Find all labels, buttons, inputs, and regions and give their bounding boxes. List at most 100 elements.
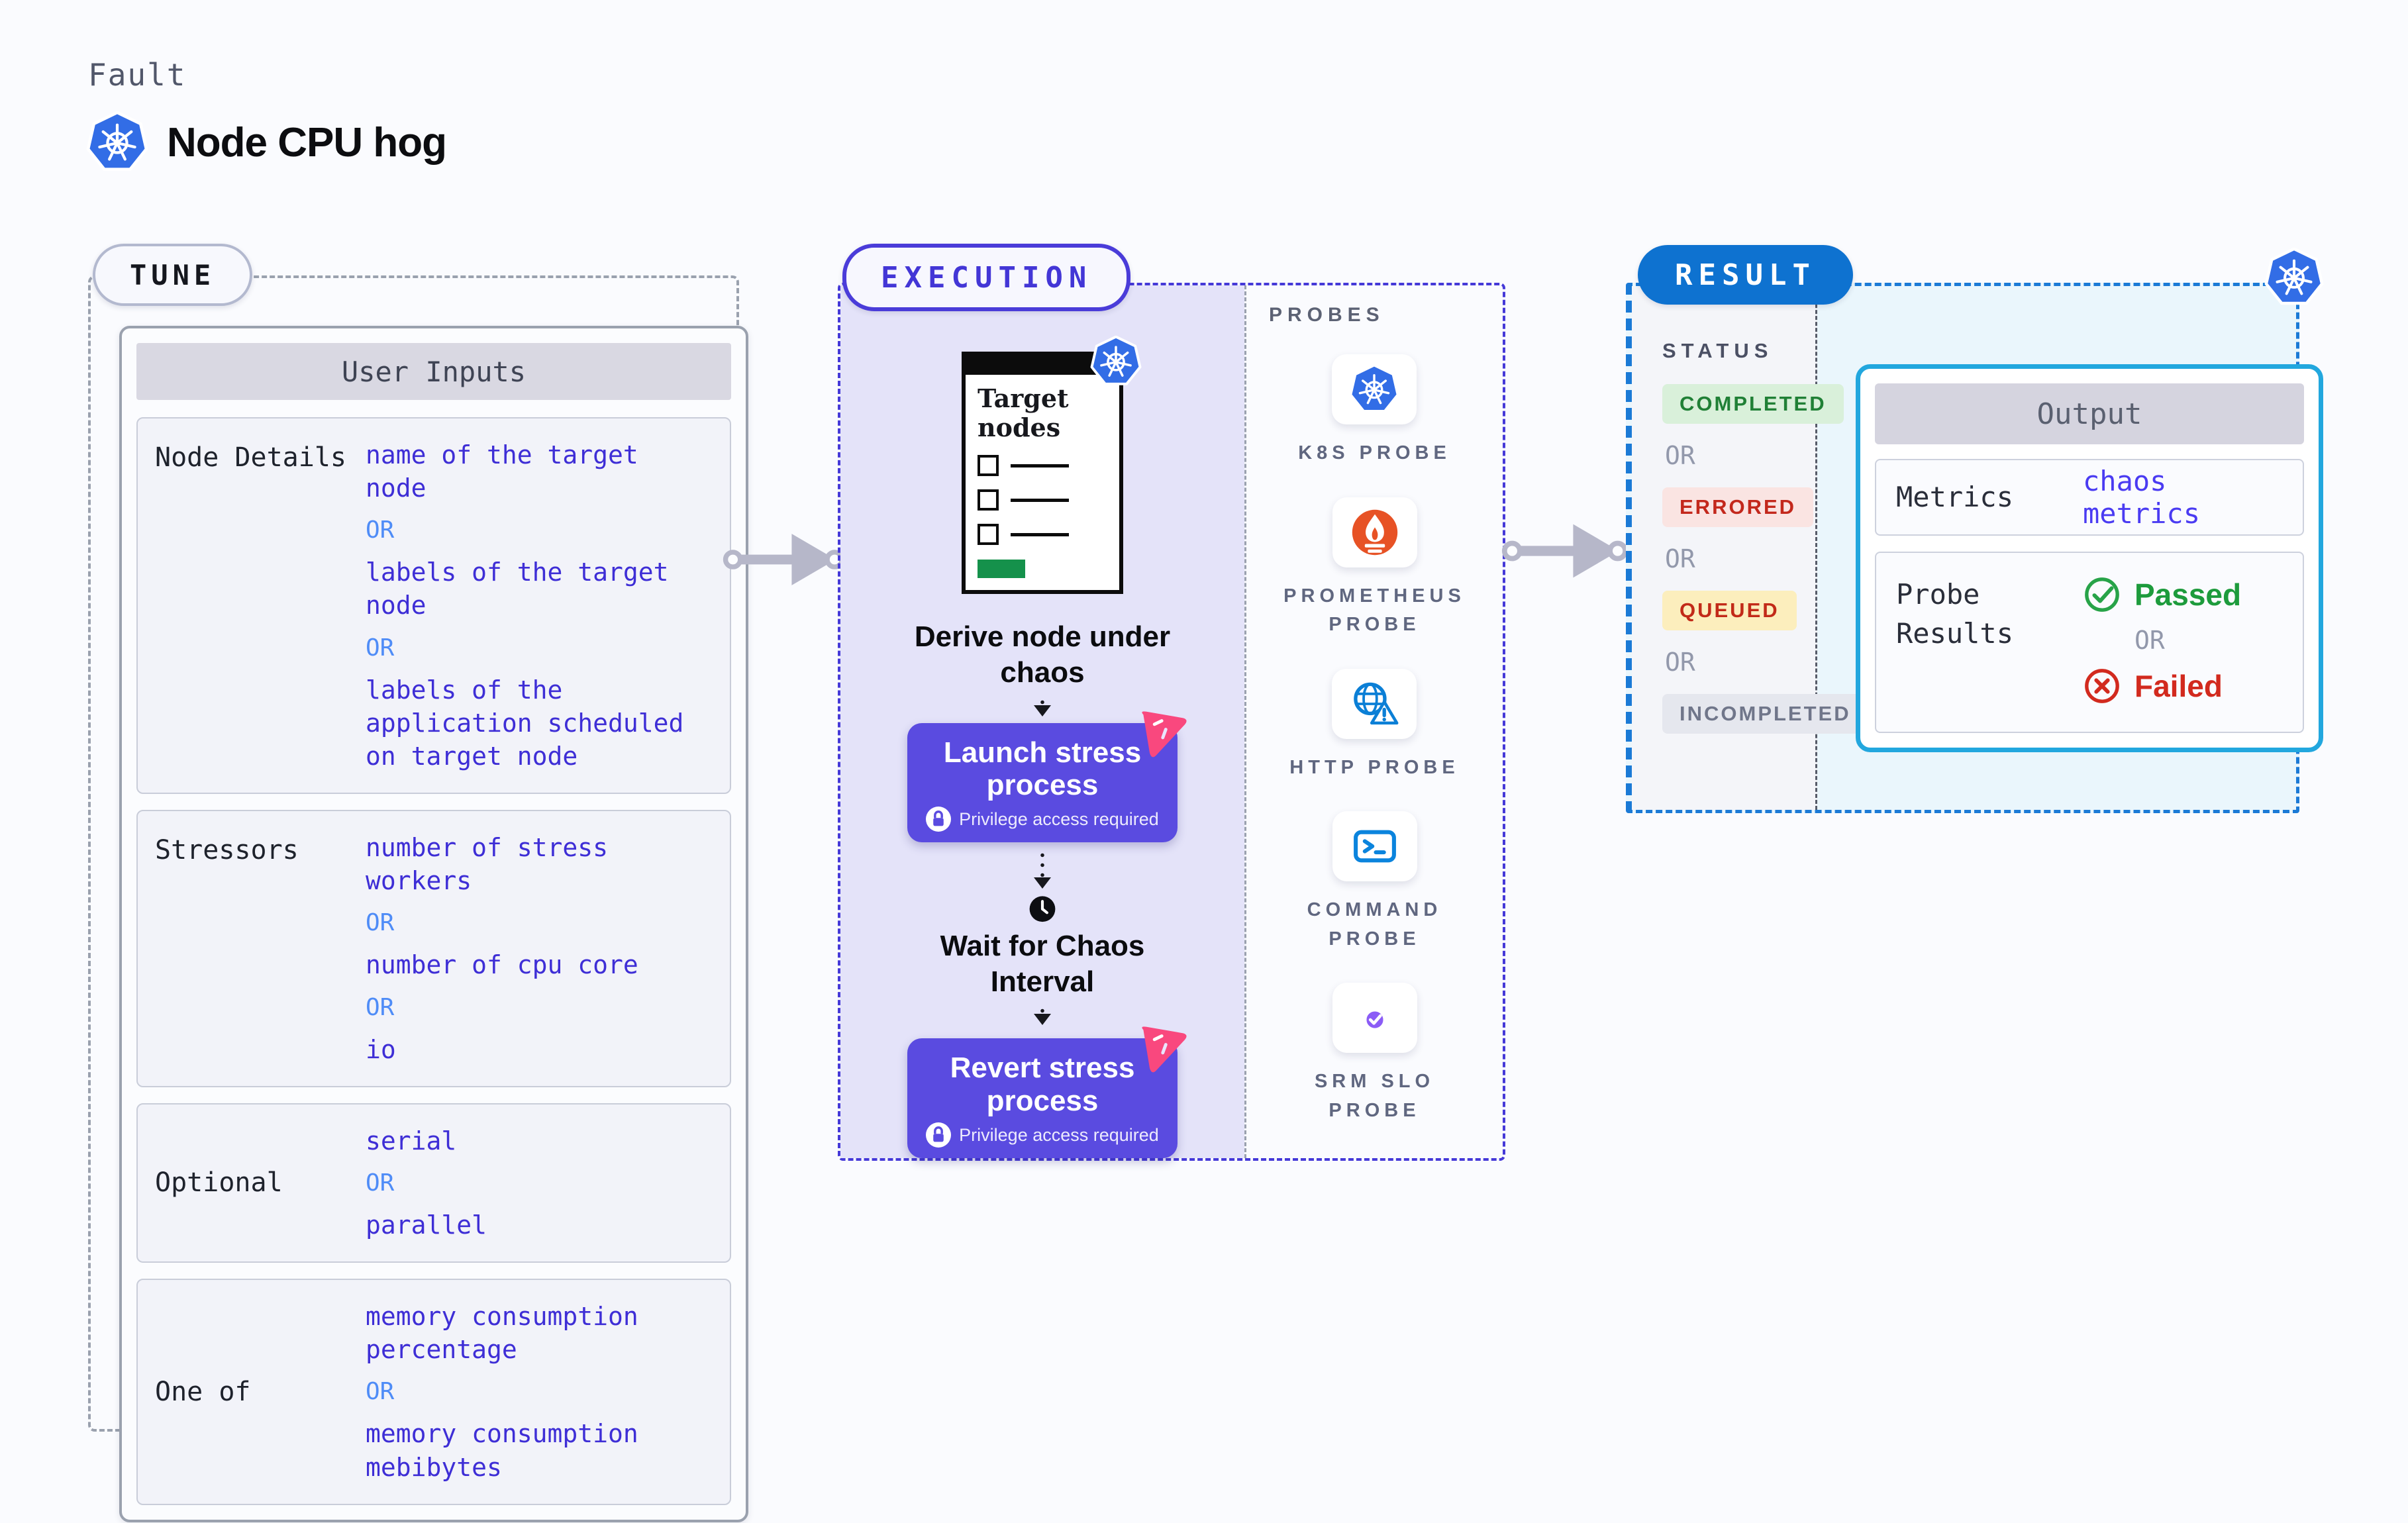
line <box>1011 498 1069 502</box>
kubernetes-icon <box>86 111 148 173</box>
status-badge: INCOMPLETED <box>1662 694 1868 734</box>
probe-results-row: Probe Results Passed OR Failed <box>1875 552 2304 733</box>
or-label: OR <box>1665 648 1695 677</box>
probes-title: PROBES <box>1269 304 1385 326</box>
page-title-row: Node CPU hog <box>86 111 447 173</box>
input-option: serial <box>366 1126 457 1155</box>
x-circle-icon <box>2083 667 2121 705</box>
privilege-note-text: Privilege access required <box>959 809 1159 829</box>
input-row-label: Node Details <box>155 442 346 473</box>
line <box>1011 532 1069 536</box>
input-row-label: Stressors <box>155 835 299 866</box>
execution-section-box: Target nodes Derive node under chaos Lau… <box>838 283 1505 1161</box>
output-header: Output <box>1875 383 2304 444</box>
launch-stress-process-node: Launch stress process Privilege access r… <box>907 723 1178 843</box>
revert-stress-process-label: Revert stress process <box>950 1052 1135 1117</box>
passed-row: Passed <box>2083 575 2241 614</box>
status-title: STATUS <box>1662 339 1774 362</box>
status-badge: QUEUED <box>1662 591 1797 630</box>
probe-card <box>1332 497 1417 567</box>
input-row-label: One of <box>155 1376 251 1407</box>
metrics-row: Metrics chaos metrics <box>1875 459 2304 536</box>
green-status-bar <box>978 560 1025 579</box>
privilege-note: Privilege access required <box>917 807 1168 832</box>
probe-item: COMMAND PROBE <box>1269 811 1481 954</box>
target-card-body: Target nodes <box>966 375 1119 590</box>
checkbox-row <box>978 489 1107 511</box>
input-option: name of the target node <box>366 440 638 503</box>
probe-label: HTTP PROBE <box>1289 756 1460 778</box>
privilege-note: Privilege access required <box>917 1122 1168 1148</box>
input-option: number of stress workers <box>366 833 609 896</box>
probe-item: HTTP PROBE <box>1289 668 1460 783</box>
result-badge: RESULT <box>1638 245 1853 305</box>
probe-results-label: Probe Results <box>1896 578 2014 650</box>
checkbox-icon <box>978 489 999 511</box>
or-label: OR <box>366 993 395 1021</box>
prometheus-probe-icon <box>1350 507 1400 558</box>
launch-stress-process-label: Launch stress process <box>943 736 1142 802</box>
or-label: OR <box>366 1169 395 1197</box>
derive-node-caption: Derive node under chaos <box>914 620 1171 689</box>
probe-label: PROMETHEUS PROBE <box>1283 585 1466 636</box>
execution-to-result-arrow-icon <box>1498 519 1630 583</box>
kubernetes-icon <box>2264 248 2324 307</box>
status-badge: ERRORED <box>1662 487 1814 527</box>
passed-label: Passed <box>2134 577 2242 612</box>
probe-results-values: Passed OR Failed <box>2083 575 2241 705</box>
revert-stress-process-node: Revert stress process Privilege access r… <box>907 1038 1178 1159</box>
input-option: labels of the application scheduled on t… <box>366 675 684 771</box>
output-card: Output Metrics chaos metrics Probe Resul… <box>1856 364 2323 752</box>
wait-chaos-caption: Wait for Chaos Interval <box>940 930 1145 998</box>
dotted-arrow-down-icon <box>1040 697 1044 714</box>
probe-label: SRM SLO PROBE <box>1314 1071 1435 1121</box>
line <box>1011 464 1069 467</box>
probe-item: SRM SLO PROBE <box>1269 983 1481 1125</box>
probe-label: K8S PROBE <box>1298 442 1451 464</box>
kubernetes-icon <box>1090 336 1142 387</box>
dotted-arrow-down-icon <box>1040 850 1044 887</box>
input-option: io <box>366 1034 396 1064</box>
execution-flow-column: Target nodes Derive node under chaos Lau… <box>840 285 1244 1159</box>
command-probe-icon <box>1350 821 1400 871</box>
probe-card <box>1332 811 1417 881</box>
failed-label: Failed <box>2134 669 2223 703</box>
privilege-note-text: Privilege access required <box>959 1124 1159 1145</box>
input-option: memory consumption percentage <box>366 1302 638 1365</box>
checkbox-icon <box>978 455 999 477</box>
lock-icon <box>926 807 951 832</box>
http-probe-icon <box>1349 679 1399 729</box>
or-label: OR <box>2134 626 2165 655</box>
status-badge: COMPLETED <box>1662 384 1844 424</box>
probe-label: COMMAND PROBE <box>1307 899 1442 950</box>
probe-item: K8S PROBE <box>1298 354 1451 468</box>
target-nodes-title: Target nodes <box>978 383 1069 442</box>
or-label: OR <box>1665 441 1695 470</box>
target-nodes-card: Target nodes <box>962 352 1123 595</box>
user-inputs-header: User Inputs <box>136 343 731 400</box>
tune-to-execution-arrow-icon <box>722 528 844 591</box>
tune-badge: TUNE <box>93 244 253 306</box>
checkbox-row <box>978 455 1107 477</box>
or-label: OR <box>366 909 395 937</box>
or-label: OR <box>366 1378 395 1406</box>
dotted-arrow-down-icon <box>1040 1006 1044 1023</box>
probe-item: PROMETHEUS PROBE <box>1269 497 1481 640</box>
clock-icon <box>1014 895 1071 923</box>
fault-eyebrow: Fault <box>88 57 187 93</box>
metrics-value: chaos metrics <box>2083 465 2201 530</box>
input-option: labels of the target node <box>366 558 669 620</box>
probe-card <box>1332 354 1417 424</box>
checkbox-icon <box>978 524 999 546</box>
execution-badge: EXECUTION <box>842 244 1131 311</box>
probe-list: K8S PROBE PROMETHEUS PROBE HTTP PROBE COMMA… <box>1246 354 1503 1125</box>
